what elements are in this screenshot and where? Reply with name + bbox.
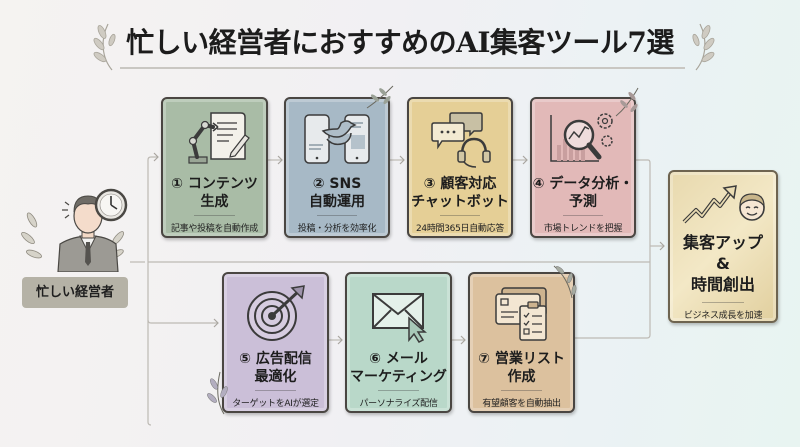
tool-title: ② SNS 自動運用 — [309, 176, 365, 210]
chat-headset-icon — [431, 112, 491, 168]
cards-checklist-icon — [494, 287, 547, 341]
tool-title: ① コンテンツ 生成 — [171, 176, 258, 210]
laurel-right-icon — [692, 23, 715, 71]
envelope-cursor-icon — [371, 293, 427, 343]
tool-card-content-generation[interactable]: ① コンテンツ 生成 記事や投稿を自動作成 — [161, 97, 268, 238]
title-underline — [120, 67, 685, 69]
laurel-left-icon — [93, 23, 116, 71]
tool-title: ⑥ メール マーケティング — [350, 351, 447, 385]
tool-subtitle: 24時間365日自動応答 — [415, 224, 505, 234]
title-container: 忙しい経営者におすすめのAI集客ツール7選 — [0, 18, 800, 68]
tool-card-email-marketing[interactable]: ⑥ メール マーケティング パーソナライズ配信 — [345, 272, 452, 413]
growth-arrow-smile-icon — [682, 185, 765, 224]
result-subtitle: ビジネス成長を加速 — [683, 311, 763, 321]
tool-card-chatbot[interactable]: ③ 顧客対応 チャットボット 24時間365日自動応答 — [407, 97, 513, 238]
divider — [500, 390, 543, 391]
tool-title: ④ データ分析・ 予測 — [532, 176, 634, 210]
divider — [377, 390, 420, 391]
start-label: 忙しい経営者 — [22, 277, 128, 308]
tool-card-sns-automation[interactable]: ② SNS 自動運用 投稿・分析を効率化 — [284, 97, 390, 238]
leaf-sprig-icon — [553, 265, 577, 299]
leaf-sprig-icon — [615, 87, 639, 117]
tool-subtitle: 記事や投稿を自動作成 — [170, 224, 258, 234]
divider — [316, 215, 358, 216]
divider — [562, 215, 604, 216]
tool-title: ⑤ 広告配信 最適化 — [239, 351, 312, 385]
robot-arm-document-icon — [187, 112, 250, 164]
result-card[interactable]: 集客アップ & 時間創出 ビジネス成長を加速 — [668, 170, 778, 323]
tool-subtitle: 投稿・分析を効率化 — [297, 224, 377, 234]
leaf-sprig-icon — [207, 371, 228, 415]
tool-subtitle: ターゲットをAIが選定 — [232, 399, 319, 409]
divider — [701, 302, 745, 303]
tool-subtitle: パーソナライズ配信 — [359, 399, 438, 409]
divider — [439, 215, 481, 216]
divider — [254, 390, 297, 391]
result-title: 集客アップ & 時間創出 — [682, 233, 763, 294]
smartphones-bird-icon — [304, 114, 370, 164]
tool-card-data-analysis[interactable]: ④ データ分析・ 予測 市場トレンドを把握 — [530, 97, 636, 238]
target-arrow-icon — [246, 285, 305, 341]
tool-subtitle: 市場トレンドを把握 — [543, 224, 623, 234]
tool-title: ⑦ 営業リスト 作成 — [478, 351, 565, 385]
tool-title: ③ 顧客対応 チャットボット — [411, 176, 509, 210]
businessman-icon — [21, 188, 128, 272]
divider — [193, 215, 236, 216]
tool-card-ad-optimization[interactable]: ⑤ 広告配信 最適化 ターゲットをAIが選定 — [222, 272, 329, 413]
magnifier-chart-gears-icon — [550, 113, 613, 162]
leaf-sprig-icon — [366, 85, 394, 109]
tool-subtitle: 有望顧客を自動抽出 — [482, 399, 561, 409]
page-title: 忙しい経営者におすすめのAI集客ツール7選 — [126, 26, 674, 59]
tool-card-sales-list[interactable]: ⑦ 営業リスト 作成 有望顧客を自動抽出 — [468, 272, 575, 413]
